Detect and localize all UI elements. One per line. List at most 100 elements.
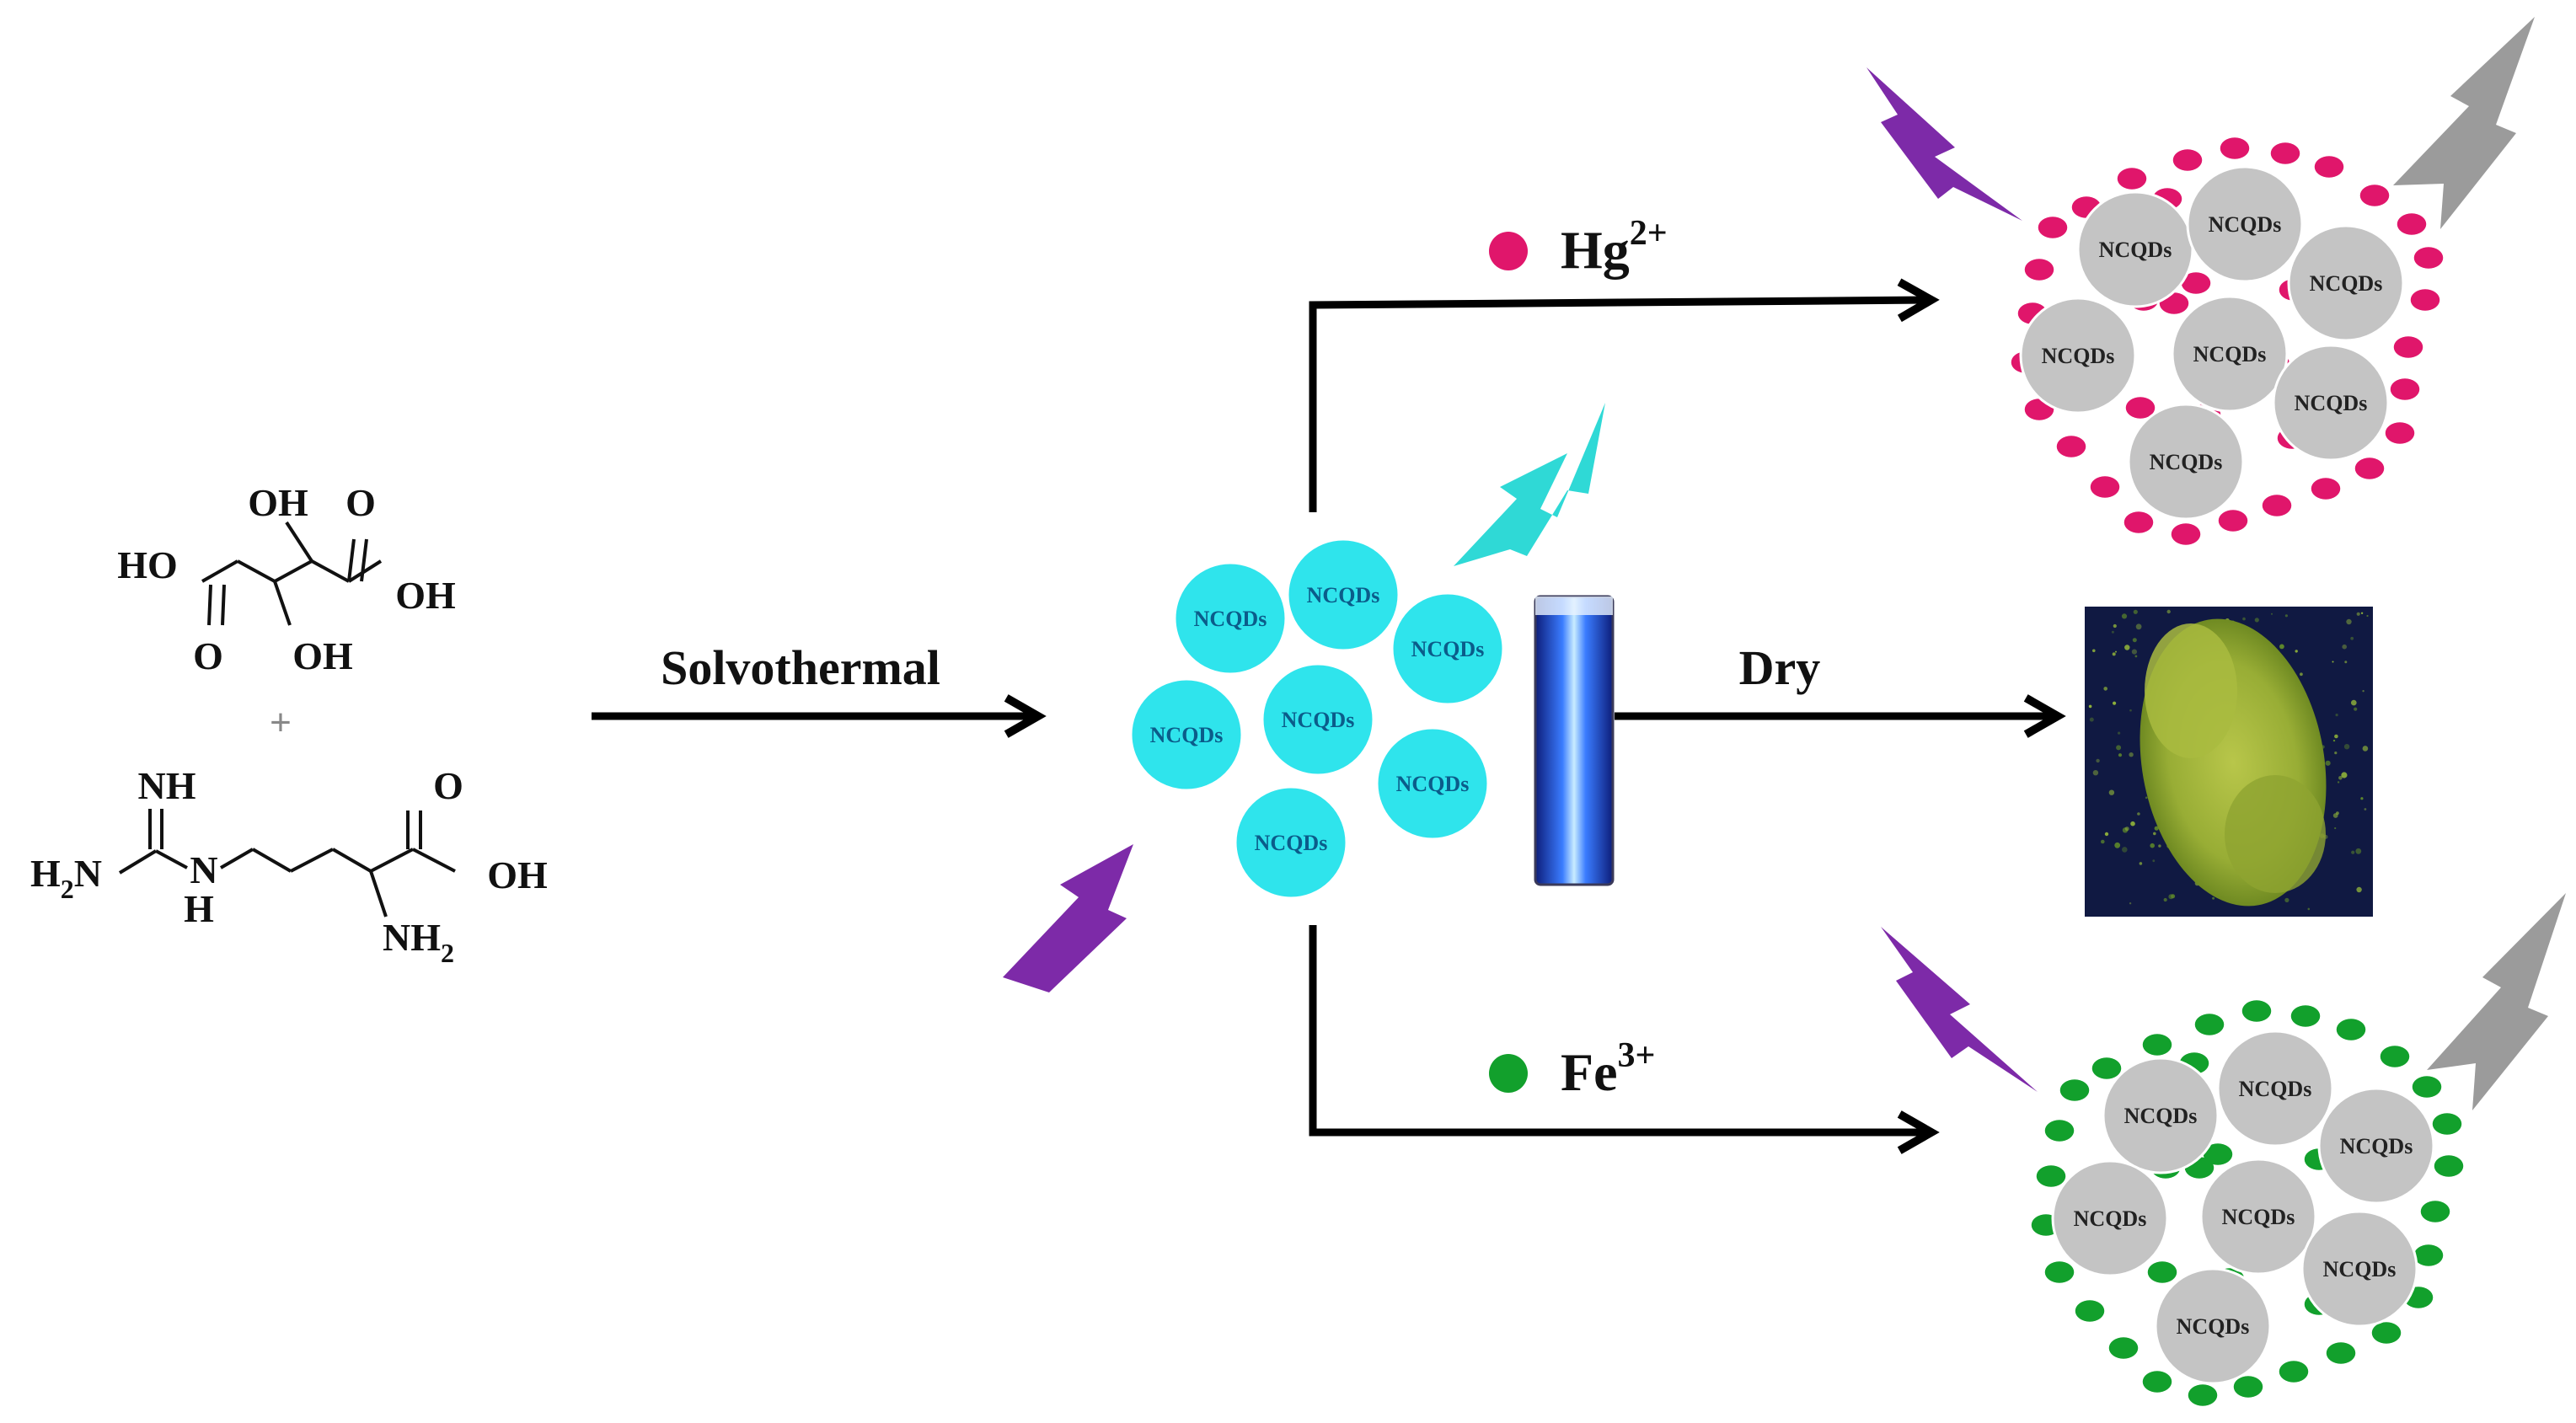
fe-ion-dot (1489, 1054, 1528, 1093)
ncqd-label: NCQDs (2239, 1077, 2312, 1101)
ion-dot (2220, 137, 2250, 159)
dry-label: Dry (1739, 640, 1821, 695)
ion-dot (2371, 1322, 2402, 1344)
ion-dot (2142, 1034, 2172, 1056)
arginine-nh: NH (138, 764, 196, 807)
ion-dot (2044, 1120, 2075, 1142)
ion-dot (2390, 378, 2420, 400)
ncqd-label: NCQDs (2323, 1257, 2397, 1281)
ncqd-label: NCQDs (1150, 723, 1224, 747)
arginine-o: O (433, 764, 463, 807)
arginine-nh2: NH2 (383, 916, 454, 968)
fe-ion-label: Fe3+ (1489, 1036, 1655, 1102)
hg-quenched-ncqd-2: NCQDs (2186, 165, 2304, 283)
fluorescent-ncqd-7: NCQDs (1234, 785, 1348, 900)
tartaric-oh-bottom: OH (292, 634, 353, 677)
excitation-bolt-icon (1003, 844, 1133, 992)
plus-sign: + (270, 702, 292, 743)
ion-dot (2413, 247, 2444, 269)
ion-dot (2290, 1005, 2321, 1027)
tartaric-oh-top: OH (248, 481, 308, 524)
ion-dot (2380, 1046, 2410, 1067)
ion-dot (2233, 1376, 2263, 1398)
ncqd-label: NCQDs (2177, 1314, 2250, 1339)
ion-dot (2203, 1143, 2233, 1165)
ion-dot (2354, 457, 2385, 479)
ion-dot (2044, 1261, 2075, 1283)
emission-bolt-icon (1454, 403, 1605, 566)
ncqd-label: NCQDs (1194, 607, 1267, 631)
arginine-n: N (190, 848, 217, 891)
ion-dot (2434, 1155, 2464, 1177)
fe-branch-arrow (1309, 925, 1940, 1154)
ion-dot (2147, 1261, 2177, 1283)
ncqd-label: NCQDs (2193, 342, 2267, 366)
fluorescent-ncqd-2: NCQDs (1286, 538, 1400, 652)
ion-dot (2108, 1337, 2139, 1359)
fluorescent-ncqd-5: NCQDs (1261, 662, 1375, 777)
svg-text:Fe3+: Fe3+ (1561, 1036, 1655, 1102)
ncqd-label: NCQDs (2310, 271, 2383, 296)
ion-dot (2091, 1057, 2122, 1079)
ion-dot (2181, 272, 2211, 294)
hg-quenched-ncqd-1: NCQDs (2076, 190, 2194, 308)
arginine-structure: NH H2N N H O OH NH2 (30, 764, 548, 968)
hg-excitation-bolt-icon (1866, 67, 2022, 221)
ncqd-label: NCQDs (2295, 391, 2368, 415)
ion-dot (2359, 185, 2390, 206)
ion-dot (2279, 1361, 2309, 1383)
fluorescent-ncqd-6: NCQDs (1375, 726, 1490, 841)
ion-dot (2326, 1342, 2356, 1364)
ncqd-label: NCQDs (2042, 344, 2115, 368)
ion-dot (2314, 156, 2344, 178)
ncqd-label: NCQDs (2099, 238, 2172, 262)
ion-dot (2038, 217, 2068, 238)
ncqd-label: NCQDs (2074, 1206, 2147, 1231)
fluorescent-ncqd-4: NCQDs (1129, 677, 1244, 792)
hg-quenched-ncqd-6: NCQDs (2272, 344, 2390, 462)
fe-quenched-ncqd-4: NCQDs (2051, 1159, 2169, 1277)
ion-dot (2075, 1300, 2105, 1322)
fe-quenched-ncqd-6: NCQDs (2300, 1210, 2418, 1328)
fe-ion-symbol: Fe (1561, 1042, 1618, 1102)
fe-quenched-ncqd-2: NCQDs (2216, 1030, 2334, 1147)
fe-quenched-ncqd-3: NCQDs (2317, 1087, 2435, 1205)
ion-dot (2432, 1113, 2462, 1135)
tartaric-oh-right: OH (395, 574, 456, 617)
fe-ion-charge: 3+ (1618, 1036, 1656, 1075)
hg-branch-arrow (1309, 278, 1940, 512)
arginine-oh: OH (487, 853, 548, 896)
ion-dot (2270, 142, 2300, 164)
tartaric-acid-structure: OH O HO OH O OH (117, 481, 456, 677)
hg-quenched-ncqd-7: NCQDs (2127, 403, 2245, 521)
ion-dot (2059, 1079, 2090, 1101)
hg-quenched-ncqd-3: NCQDs (2287, 224, 2405, 342)
svg-text:Hg2+: Hg2+ (1561, 214, 1668, 280)
ion-dot (2311, 478, 2341, 500)
fe-quenched-bolt-icon (2427, 893, 2566, 1110)
ncqd-label: NCQDs (1255, 831, 1328, 855)
fluorescent-ncqd-1: NCQDs (1173, 561, 1288, 676)
hg-ion-dot (1489, 232, 1528, 270)
ion-dot (2090, 476, 2120, 498)
ncqd-label: NCQDs (1307, 583, 1380, 607)
ion-dot (2385, 422, 2415, 444)
ion-dot (2024, 259, 2054, 281)
ion-dot (2393, 336, 2423, 358)
ncqd-label: NCQDs (2150, 450, 2223, 474)
hg-quenched-ncqd-5: NCQDs (2171, 295, 2289, 413)
ion-dot (2188, 1384, 2218, 1406)
cuvette-icon (1534, 595, 1615, 886)
fe-quenched-ncqd-1: NCQDs (2102, 1057, 2220, 1174)
tartaric-o-top: O (345, 481, 376, 524)
ion-dot (2142, 1371, 2172, 1393)
ion-dot (2336, 1019, 2366, 1041)
ncqd-label: NCQDs (1282, 708, 1355, 732)
ion-dot (2117, 168, 2147, 190)
ion-dot (2218, 510, 2248, 532)
hg-quenched-ncqd-4: NCQDs (2019, 297, 2137, 415)
arginine-h2n: H2N (30, 852, 102, 904)
ion-dot (2172, 149, 2203, 171)
